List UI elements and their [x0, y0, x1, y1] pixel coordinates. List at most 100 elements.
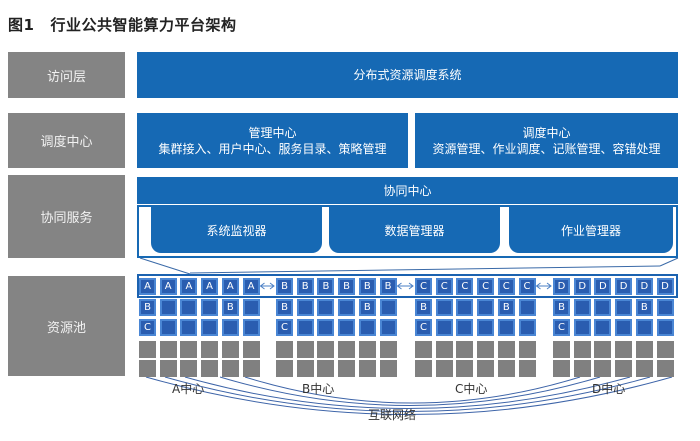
center-label-b: B中心 [302, 382, 335, 396]
pool-cell-row3 [635, 319, 653, 336]
pool-cell-gray [656, 360, 674, 377]
pool-cell-gray [180, 360, 198, 377]
inter-center-arrow [535, 282, 552, 290]
layer-label-pool: 资源池 [8, 276, 125, 376]
pool-cell-gray [573, 341, 591, 358]
pool-cell-top: A [201, 278, 219, 295]
pool-cell-gray [615, 341, 633, 358]
pool-cell-top: A [242, 278, 260, 295]
pool-cell-row3 [497, 319, 515, 336]
pool-cell-top: A [139, 278, 156, 295]
funnel-line [139, 257, 191, 275]
pool-cell-row2 [379, 299, 397, 316]
pool-cell-gray [317, 341, 335, 358]
pool-cell-row2: B [276, 299, 293, 316]
pool-cell-top: B [276, 278, 293, 295]
pool-cell-row3 [317, 319, 335, 336]
pool-cell-top: D [615, 278, 633, 295]
center-label-c: C中心 [455, 382, 488, 396]
pool-cell-row2: B [358, 299, 376, 316]
pool-cell-row3 [435, 319, 453, 336]
pool-cell-row2: B [553, 299, 570, 316]
pool-cell-gray [221, 360, 239, 377]
pool-cell-row2 [180, 299, 198, 316]
pool-cell-top: D [594, 278, 612, 295]
pool-cell-row2 [296, 299, 314, 316]
pool-cell-gray [435, 360, 453, 377]
layer-label-scheduling: 调度中心 [8, 113, 125, 168]
pool-cell-gray [201, 360, 219, 377]
pool-cell-row2 [435, 299, 453, 316]
pool-cell-gray [159, 360, 177, 377]
pool-cell-top: C [456, 278, 474, 295]
pool-cell-gray [635, 360, 653, 377]
pool-cell-row2: B [415, 299, 432, 316]
pool-cell-row2: B [497, 299, 515, 316]
center-label-a: A中心 [172, 382, 205, 396]
pool-cell-row2 [518, 299, 536, 316]
pool-cell-row2 [317, 299, 335, 316]
funnel-line [659, 257, 679, 267]
collaboration-center-label: 协同中心 [383, 183, 432, 198]
pool-cell-row2: B [221, 299, 239, 316]
system-monitor: 系统监视器 [151, 207, 322, 253]
network-link [145, 376, 673, 415]
pool-cell-gray [379, 341, 397, 358]
pool-cell-top: B [338, 278, 356, 295]
pool-cell-row2 [201, 299, 219, 316]
network-link [164, 376, 651, 412]
pool-cell-row3 [221, 319, 239, 336]
pool-cell-row3 [615, 319, 633, 336]
pool-cell-gray [456, 341, 474, 358]
data-manager-label: 数据管理器 [384, 223, 445, 238]
job-manager-label: 作业管理器 [560, 223, 621, 238]
pool-cell-row3: C [415, 319, 432, 336]
pool-cell-gray [242, 360, 260, 377]
pool-cell-top: C [497, 278, 515, 295]
pool-cell-gray [456, 360, 474, 377]
pool-cell-gray [242, 341, 260, 358]
collaboration-center: 协同中心 [137, 177, 678, 204]
pool-cell-row2 [477, 299, 495, 316]
pool-cell-top: D [656, 278, 674, 295]
pool-cell-top: B [358, 278, 376, 295]
pool-cell-gray [415, 341, 432, 358]
pool-cell-gray [553, 360, 570, 377]
pool-cell-gray [477, 360, 495, 377]
pool-cell-gray [276, 341, 293, 358]
pool-cell-row3 [573, 319, 591, 336]
management-center-items: 集群接入、用户中心、服务目录、策略管理 [158, 141, 387, 156]
pool-cell-row3 [159, 319, 177, 336]
pool-cell-row2 [242, 299, 260, 316]
pool-cell-top: A [221, 278, 239, 295]
pool-cell-row3 [477, 319, 495, 336]
pool-cell-row3 [379, 319, 397, 336]
inter-center-arrow [396, 282, 414, 290]
pool-cell-row3 [358, 319, 376, 336]
inter-center-arrow [259, 282, 275, 290]
pool-cell-top: C [518, 278, 536, 295]
pool-cell-row2: B [635, 299, 653, 316]
pool-cell-row3 [656, 319, 674, 336]
pool-cell-gray [358, 360, 376, 377]
pool-cell-top: C [435, 278, 453, 295]
pool-cell-gray [296, 360, 314, 377]
pool-cell-gray [497, 360, 515, 377]
pool-cell-row2 [615, 299, 633, 316]
pool-cell-top: B [296, 278, 314, 295]
pool-cell-row3 [242, 319, 260, 336]
center-label-d: D中心 [592, 382, 626, 396]
pool-cell-gray [221, 341, 239, 358]
pool-cell-gray [573, 360, 591, 377]
pool-cell-gray [518, 341, 536, 358]
pool-cell-gray [276, 360, 293, 377]
pool-cell-row2 [456, 299, 474, 316]
pool-cell-top: C [477, 278, 495, 295]
pool-cell-row3 [338, 319, 356, 336]
figure-number: 图1 [8, 16, 35, 34]
job-manager: 作业管理器 [509, 207, 673, 253]
pool-cell-row3: C [139, 319, 156, 336]
pool-cell-top: B [317, 278, 335, 295]
